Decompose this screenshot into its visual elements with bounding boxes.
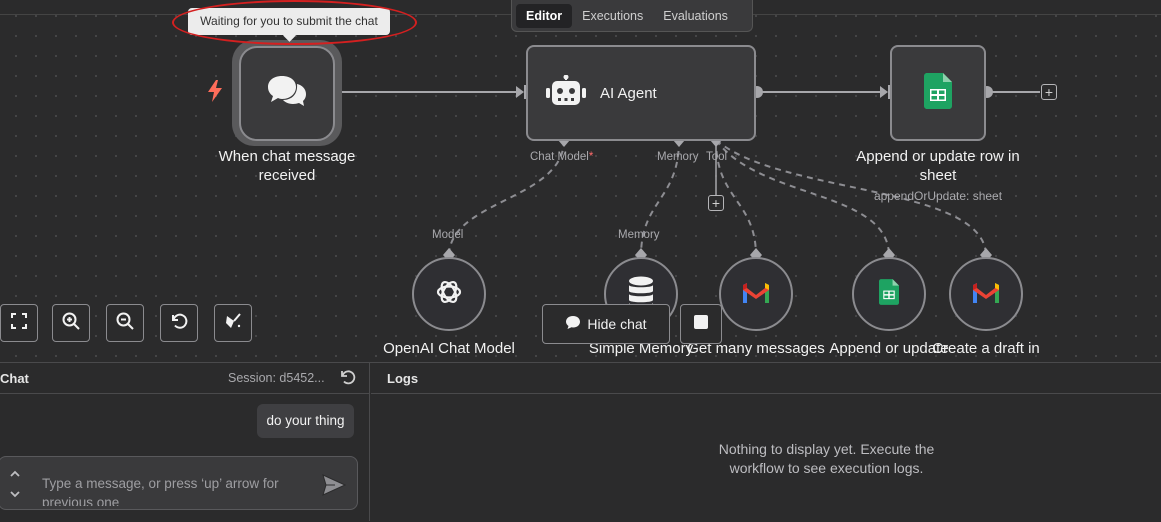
reset-zoom-button[interactable] xyxy=(160,304,198,342)
port-chat-model-label: Chat Model* xyxy=(530,151,594,163)
logs-panel-title: Logs xyxy=(387,371,419,386)
reset-session-button[interactable] xyxy=(340,369,356,390)
subnode-memory-label: Memory xyxy=(618,229,660,241)
zoom-in-icon xyxy=(62,312,80,335)
openai-icon xyxy=(434,277,464,312)
port-memory-label: Memory xyxy=(657,151,699,163)
hide-chat-label: Hide chat xyxy=(587,316,647,332)
zoom-out-button[interactable] xyxy=(106,304,144,342)
simple-memory-label: Simple Memory xyxy=(588,340,694,357)
fit-view-icon xyxy=(11,312,27,334)
chat-bubble-icon xyxy=(565,315,581,333)
undo-icon xyxy=(170,312,188,335)
chat-bubbles-icon xyxy=(266,74,308,113)
view-tabs: Editor Executions Evaluations xyxy=(511,0,753,32)
chevron-up-down-icon xyxy=(8,470,22,506)
openai-chat-model-node[interactable] xyxy=(412,257,486,331)
google-sheets-label: Append or update row in sheet xyxy=(856,148,1020,184)
annotation-circle xyxy=(172,0,417,45)
create-draft-node[interactable] xyxy=(949,257,1023,331)
add-tool-button[interactable]: + xyxy=(708,195,724,211)
google-sheets-node[interactable] xyxy=(890,45,986,141)
refresh-icon xyxy=(340,370,356,389)
tab-executions[interactable]: Executions xyxy=(582,8,644,23)
chat-input-box xyxy=(0,456,358,510)
robot-icon xyxy=(546,74,586,112)
append-or-update-node[interactable] xyxy=(852,257,926,331)
ai-agent-node[interactable]: AI Agent xyxy=(526,45,756,141)
send-icon xyxy=(322,474,347,500)
gmail-icon xyxy=(741,281,771,308)
append-or-update-label: Append or update xyxy=(829,340,949,357)
get-many-messages-node[interactable] xyxy=(719,257,793,331)
stop-icon xyxy=(694,314,708,334)
zoom-in-button[interactable] xyxy=(52,304,90,342)
google-sheets-sublabel: appendOrUpdate: sheet xyxy=(873,189,1003,203)
chat-panel xyxy=(0,362,370,521)
user-message: do your thing xyxy=(257,404,354,438)
create-draft-label: Create a draft in xyxy=(932,340,1040,357)
subnode-model-label: Model xyxy=(432,229,464,241)
chat-trigger-label: When chat message received xyxy=(218,148,356,184)
history-arrows[interactable] xyxy=(8,468,22,507)
google-sheets-icon xyxy=(879,278,899,310)
chat-trigger-node[interactable] xyxy=(239,46,335,141)
logs-header-divider xyxy=(371,393,1161,394)
broom-icon xyxy=(224,312,242,335)
tidy-up-button[interactable] xyxy=(214,304,252,342)
openai-chat-model-label: OpenAI Chat Model xyxy=(383,340,515,357)
trigger-bolt-icon xyxy=(207,80,223,107)
send-button[interactable] xyxy=(322,474,347,501)
zoom-out-icon xyxy=(116,312,134,335)
add-node-button[interactable]: + xyxy=(1041,84,1057,100)
port-tool-label: Tool xyxy=(706,151,728,163)
ai-agent-label: AI Agent xyxy=(600,84,657,102)
session-id: Session: d5452... xyxy=(228,371,325,385)
tab-editor[interactable]: Editor xyxy=(516,3,573,28)
chat-panel-title: Chat xyxy=(0,371,29,386)
fit-view-button[interactable] xyxy=(0,304,38,342)
chat-input[interactable]: Type a message, or press ‘up’ arrow for … xyxy=(42,476,279,506)
stop-execution-button[interactable] xyxy=(680,304,722,344)
hide-chat-button[interactable]: Hide chat xyxy=(542,304,670,344)
chat-header-divider xyxy=(0,393,369,394)
tab-evaluations[interactable]: Evaluations xyxy=(663,8,728,23)
google-sheets-icon xyxy=(924,72,952,114)
get-many-messages-label: Get many messages xyxy=(687,340,825,357)
logs-empty-state: Nothing to display yet. Execute the work… xyxy=(718,441,935,476)
gmail-icon xyxy=(971,281,1001,308)
